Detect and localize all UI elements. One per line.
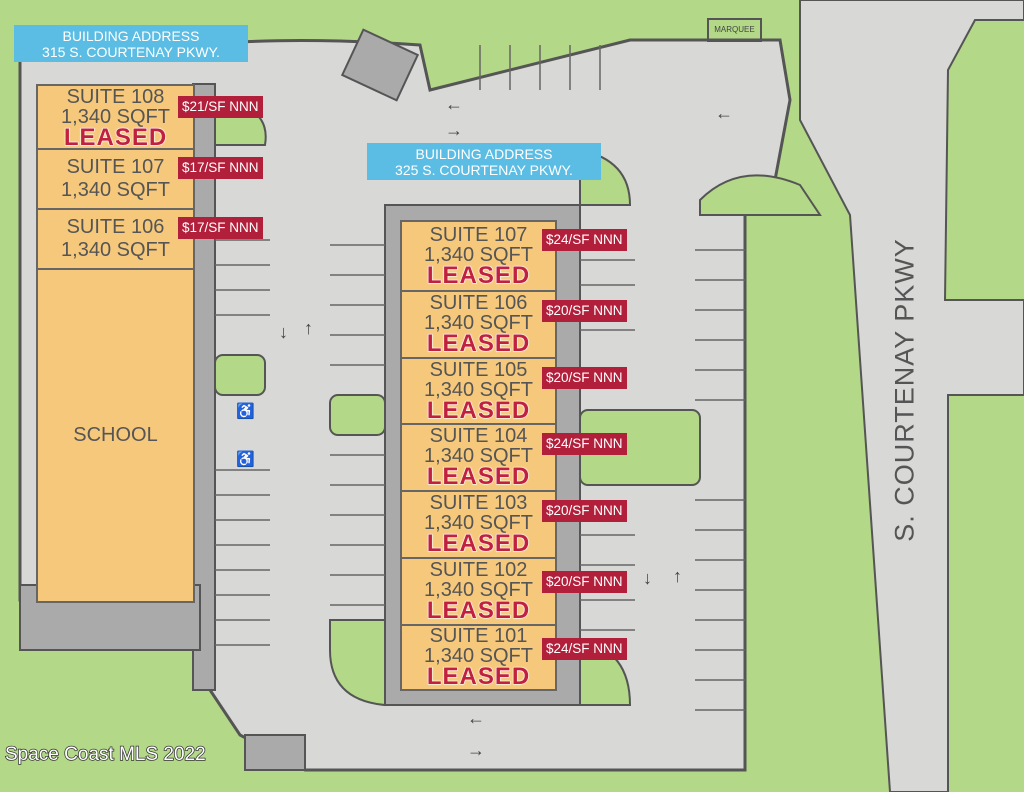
price-tag: $17/SF NNN xyxy=(178,217,263,239)
suite-sqft: 1,340 SQFT xyxy=(61,106,170,128)
suite-name: SUITE 108 xyxy=(66,86,165,108)
suite-name: SUITE 102 xyxy=(429,559,528,581)
suite-sqft: 1,340 SQFT xyxy=(61,239,170,261)
address-title: BUILDING ADDRESS xyxy=(415,146,553,162)
suite-107-west[interactable]: SUITE 107 1,340 SQFT xyxy=(36,148,195,210)
suite-sqft: 1,340 SQFT xyxy=(424,579,533,601)
price-tag: $20/SF NNN xyxy=(542,367,627,389)
arrow-right-icon: → xyxy=(445,120,463,140)
arrow-left-icon: ← xyxy=(467,708,485,728)
arrow-right-icon: → xyxy=(467,740,485,760)
parking-stalls xyxy=(215,45,745,711)
address-title: BUILDING ADDRESS xyxy=(62,28,200,44)
copyright-credit: Space Coast MLS 2022 xyxy=(4,743,206,766)
courtenay-parkway-road xyxy=(799,0,1024,792)
leased-stamp: LEASED xyxy=(426,463,531,490)
suite-sqft: 1,340 SQFT xyxy=(424,379,533,401)
suite-sqft: 1,340 SQFT xyxy=(424,645,533,667)
price-tag: $20/SF NNN xyxy=(542,300,627,322)
price-tag: $24/SF NNN xyxy=(542,638,627,660)
accessible-parking-icon: ♿ xyxy=(236,451,255,468)
suite-103-east[interactable]: SUITE 103 1,340 SQFT LEASED xyxy=(400,490,557,559)
suite-name: SUITE 101 xyxy=(429,625,528,647)
price-tag: $17/SF NNN xyxy=(178,157,263,179)
road-label: S. COURTENAY PKWY xyxy=(889,238,920,542)
grass-island xyxy=(699,174,822,216)
leased-stamp: LEASED xyxy=(426,663,531,690)
suite-108-west[interactable]: SUITE 108 1,340 SQFT LEASED xyxy=(36,84,195,150)
suite-sqft: 1,340 SQFT xyxy=(424,445,533,467)
leased-stamp: LEASED xyxy=(63,124,168,151)
suite-sqft: 1,340 SQFT xyxy=(424,312,533,334)
school-label: SCHOOL xyxy=(73,424,158,446)
suite-106-west[interactable]: SUITE 106 1,340 SQFT xyxy=(36,208,195,270)
suite-102-east[interactable]: SUITE 102 1,340 SQFT LEASED xyxy=(400,557,557,626)
suite-106-east[interactable]: SUITE 106 1,340 SQFT LEASED xyxy=(400,290,557,359)
arrow-left-icon: ← xyxy=(715,103,733,123)
address-value: 325 S. COURTENAY PKWY. xyxy=(395,162,573,178)
suite-sqft: 1,340 SQFT xyxy=(424,512,533,534)
arrow-down-icon: ↓ xyxy=(643,568,652,588)
price-tag: $21/SF NNN xyxy=(178,96,263,118)
suite-name: SUITE 106 xyxy=(66,216,165,238)
dumpster-pad xyxy=(340,28,420,102)
leased-stamp: LEASED xyxy=(426,597,531,624)
price-tag: $24/SF NNN xyxy=(542,433,627,455)
leased-stamp: LEASED xyxy=(426,330,531,357)
arrow-left-icon: ← xyxy=(445,94,463,114)
suite-name: SUITE 107 xyxy=(429,224,528,246)
suite-sqft: 1,340 SQFT xyxy=(424,244,533,266)
grass-island xyxy=(214,354,266,396)
school[interactable]: SCHOOL xyxy=(36,268,195,603)
price-tag: $20/SF NNN xyxy=(542,571,627,593)
suite-name: SUITE 105 xyxy=(429,359,528,381)
building-address-label-315: BUILDING ADDRESS 315 S. COURTENAY PKWY. xyxy=(14,25,248,62)
suite-107-east[interactable]: SUITE 107 1,340 SQFT LEASED xyxy=(400,220,557,292)
suite-name: SUITE 107 xyxy=(66,156,165,178)
dumpster-pad xyxy=(244,734,306,771)
building-address-label-325: BUILDING ADDRESS 325 S. COURTENAY PKWY. xyxy=(367,143,601,180)
suite-name: SUITE 104 xyxy=(429,425,528,447)
arrow-down-icon: ↓ xyxy=(279,322,288,342)
address-value: 315 S. COURTENAY PKWY. xyxy=(42,44,220,60)
marquee-sign: MARQUEE xyxy=(707,18,762,42)
arrow-up-icon: ↑ xyxy=(304,318,313,338)
accessible-parking-icon: ♿ xyxy=(236,403,255,420)
price-tag: $24/SF NNN xyxy=(542,229,627,251)
suite-name: SUITE 103 xyxy=(429,492,528,514)
arrow-up-icon: ↑ xyxy=(673,566,682,586)
price-tag: $20/SF NNN xyxy=(542,500,627,522)
suite-name: SUITE 106 xyxy=(429,292,528,314)
leased-stamp: LEASED xyxy=(426,262,531,289)
suite-105-east[interactable]: SUITE 105 1,340 SQFT LEASED xyxy=(400,357,557,425)
leased-stamp: LEASED xyxy=(426,530,531,557)
leased-stamp: LEASED xyxy=(426,397,531,424)
suite-104-east[interactable]: SUITE 104 1,340 SQFT LEASED xyxy=(400,423,557,492)
suite-sqft: 1,340 SQFT xyxy=(61,179,170,201)
suite-101-east[interactable]: SUITE 101 1,340 SQFT LEASED xyxy=(400,624,557,691)
marquee-label: MARQUEE xyxy=(714,25,755,34)
grass-island xyxy=(329,394,386,436)
